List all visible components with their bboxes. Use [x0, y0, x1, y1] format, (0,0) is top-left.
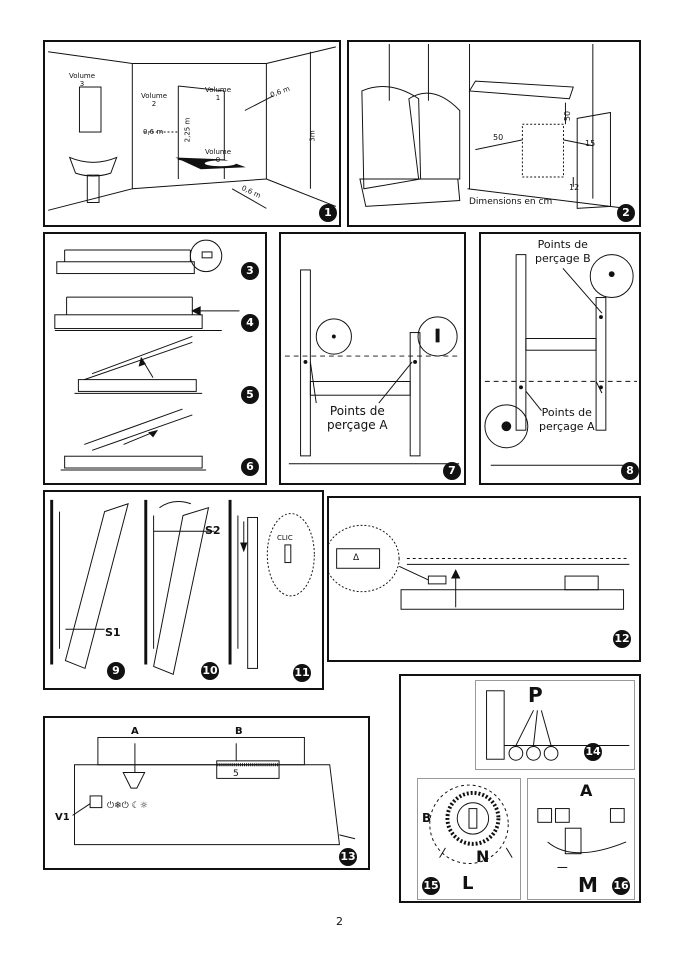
bracket-left-rail — [515, 254, 527, 431]
dimensions-caption: Dimensions en cm — [469, 197, 553, 207]
figure-number-15: 15 — [422, 877, 440, 895]
figure-12-ceiling: Δ 12 — [327, 496, 641, 662]
dim-15: 15 — [585, 139, 596, 148]
drilling-points-a-label: Points de perçage A — [327, 404, 388, 432]
bathroom-drawing — [48, 46, 337, 211]
drilling-points-b-label: Points de perçage B — [535, 238, 591, 265]
bracket-right-rail — [409, 332, 421, 457]
b-label: B — [422, 811, 432, 825]
figures-14-to-16-connections: P 14 B N L 15 — [399, 674, 641, 903]
figure-number-8: 8 — [621, 462, 639, 480]
a-label: A — [131, 726, 139, 737]
figure-number-9: 9 — [107, 662, 125, 680]
dim-12: 12 — [569, 183, 580, 192]
heater-step-3 — [56, 261, 195, 275]
knob-a — [122, 772, 146, 789]
bracket-drawing — [54, 239, 240, 471]
figure-number-7: 7 — [443, 462, 461, 480]
shelf — [468, 80, 574, 100]
heater-body — [400, 589, 625, 610]
figures-9-to-11-hanging: S1 S2 CLIC 9 10 11 — [43, 490, 324, 690]
figure-14-p: P 14 — [475, 680, 635, 770]
figure-number-5: 5 — [241, 386, 259, 404]
figure-8-drilling-points: Points de perçage B Points de perçage A … — [479, 232, 641, 485]
delta-label: Δ — [353, 553, 360, 563]
figure-7-drilling-points: Points de perçage A 7 — [279, 232, 466, 485]
thermostat-window — [216, 760, 280, 779]
dim-50-horizontal: 50 — [493, 133, 504, 142]
figure-number-1: 1 — [319, 204, 337, 222]
bracket-right-rail — [595, 297, 607, 431]
figure-number-10: 10 — [201, 662, 219, 680]
mirror — [78, 86, 102, 133]
heater-step-4 — [54, 314, 203, 330]
figures-3-to-6-bracket: 3 4 5 6 — [43, 232, 267, 485]
drilling-points-a-label: Points de perçage A — [539, 406, 595, 433]
l-label: L — [462, 873, 474, 894]
thermostat-5-label: 5 — [233, 769, 239, 779]
s1-label: S1 — [105, 626, 121, 639]
figure-15-bnl: B N L 15 — [417, 778, 521, 900]
figure-number-12: 12 — [613, 630, 631, 648]
figure-number-14: 14 — [584, 743, 602, 761]
figure-2-dimensions: 50 50 15 12 Dimensions en cm 2 — [347, 40, 641, 227]
dim-50-vertical: 50 — [563, 110, 573, 122]
heater-step-10 — [153, 506, 210, 675]
heater-step-6 — [64, 455, 203, 469]
dim-06m-left: 0,6 m — [143, 128, 164, 136]
hanging-drawing — [50, 499, 315, 675]
v1-label: V1 — [55, 812, 70, 823]
volume-0-label: Volume 0 — [205, 148, 232, 164]
dim-225m: 2,25 m — [183, 117, 192, 143]
figure-1-bathroom-volumes: Volume 3 Volume 2 Volume 1 Volume 0 0,6 … — [43, 40, 341, 227]
n-label: N — [476, 847, 490, 866]
radiator-outline — [521, 123, 564, 178]
page-number: 2 — [336, 915, 343, 928]
washbasin — [68, 156, 118, 177]
drilling-points-a-drawing — [284, 269, 462, 465]
heater-step-9 — [64, 503, 129, 670]
heater-step-5 — [77, 379, 197, 392]
bathtub-left — [361, 86, 422, 190]
heater-step-11 — [247, 516, 258, 669]
p-label: P — [528, 683, 543, 707]
ceiling-drawing — [329, 524, 630, 610]
figure-16-am: A M 16 — [527, 778, 635, 900]
a-label: A — [580, 781, 593, 800]
dim-3m: 3m — [308, 130, 317, 142]
control-panel-drawing — [72, 736, 356, 846]
figure-number-4: 4 — [241, 314, 259, 332]
s2-label: S2 — [205, 524, 221, 537]
drilling-points-ab-drawing — [484, 254, 638, 466]
volume-1-label: Volume 1 — [205, 86, 232, 102]
volume-2-label: Volume 2 — [141, 92, 168, 108]
figure-number-2: 2 — [617, 204, 635, 222]
figure-13-control-panel: A B V1 ⏻❄⏻ ☾☼ 5 13 — [43, 716, 370, 870]
dimensions-drawing — [359, 43, 627, 209]
b-label: B — [235, 726, 243, 737]
m-label: M — [578, 873, 598, 897]
figure-number-11: 11 — [293, 664, 311, 682]
figure-number-13: 13 — [339, 848, 357, 866]
volume-3-label: Volume 3 — [69, 72, 96, 88]
figure-number-3: 3 — [241, 262, 259, 280]
mode-symbols: ⏻❄⏻ ☾☼ — [107, 801, 148, 811]
figure-number-6: 6 — [241, 458, 259, 476]
clic-label: CLIC — [277, 534, 293, 542]
figure-number-16: 16 — [612, 877, 630, 895]
